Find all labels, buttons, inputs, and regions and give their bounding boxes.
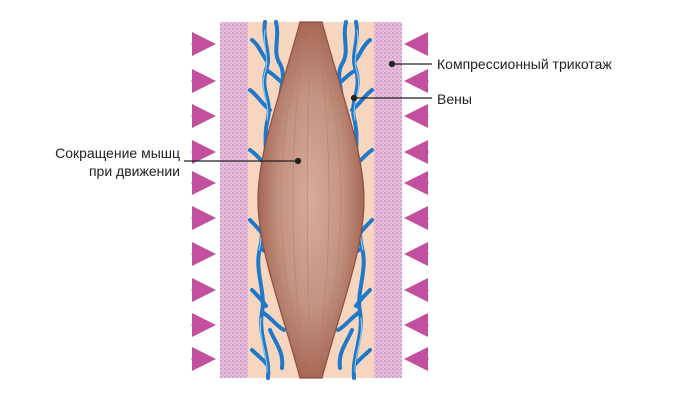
compression-knit-right	[374, 22, 402, 378]
label-muscle-line2: при движении	[88, 163, 180, 179]
leader-veins-dot	[350, 94, 358, 102]
label-compression-knit: Компрессионный трикотаж	[437, 56, 612, 72]
label-muscle-contraction: Сокращение мышц при движении	[20, 144, 180, 180]
leader-lines	[184, 60, 432, 165]
leader-muscle-dot	[294, 157, 302, 165]
label-muscle-line1: Сокращение мышц	[55, 145, 180, 161]
leader-compression-dot	[388, 60, 396, 68]
muscle-fibers	[280, 29, 342, 371]
pressure-arrows-right	[404, 32, 429, 371]
compression-knit-left	[220, 22, 248, 378]
muscle	[257, 21, 365, 379]
pressure-arrows-left	[191, 32, 216, 371]
label-veins: Вены	[437, 91, 472, 107]
